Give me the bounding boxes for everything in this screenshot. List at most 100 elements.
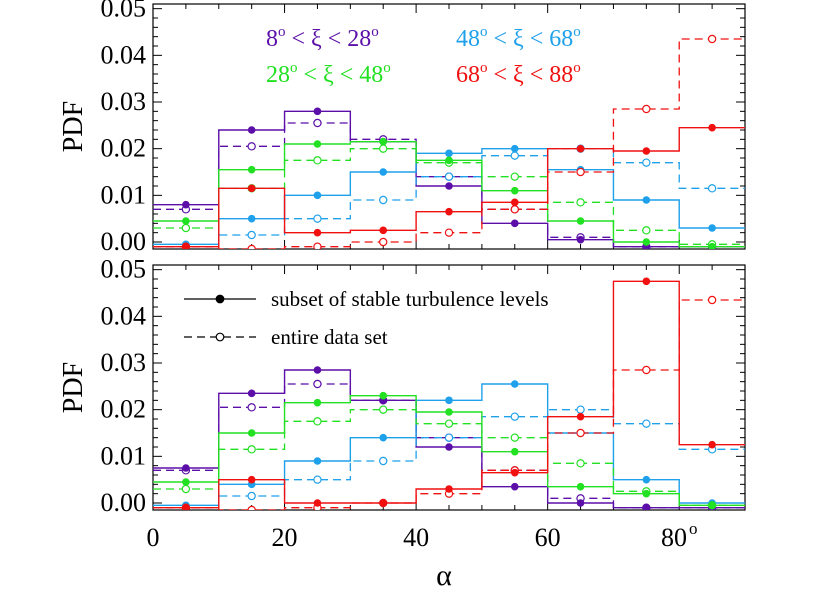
legend-label-dashed: entire data set <box>271 325 388 349</box>
series-2-open-marker <box>510 433 519 442</box>
series-1-filled-marker <box>642 475 651 484</box>
series-1-filled-marker <box>379 168 388 176</box>
series-0-filled-marker <box>182 200 190 209</box>
series-1-open-marker <box>247 230 256 240</box>
series-2-open-marker <box>576 198 585 207</box>
series-0-filled-marker <box>642 503 651 510</box>
y-tick-label: 0.00 <box>101 227 147 256</box>
series-1-filled-marker <box>445 396 453 405</box>
legend-entry-xi-range: 8o < ξ < 28o <box>266 24 379 52</box>
degree-sign: o <box>371 24 379 40</box>
series-0-open-marker <box>313 118 322 128</box>
series-2-open-marker <box>576 459 585 468</box>
degree-sign: o <box>573 60 581 76</box>
x-tick-label: 0 <box>147 523 160 552</box>
series-2-open-marker <box>313 156 322 165</box>
series-3-open-marker <box>379 237 388 247</box>
series-3-filled-marker <box>510 198 519 207</box>
series-2-open-marker <box>313 417 322 426</box>
series-1-open-marker <box>313 214 322 223</box>
series-2-filled-marker <box>576 482 585 491</box>
series-2-open-marker <box>642 226 651 235</box>
series-2-filled-marker <box>642 238 651 246</box>
series-0-filled-marker <box>247 389 256 398</box>
series-2-filled-marker <box>313 398 322 407</box>
y-tick-label: 0.01 <box>101 441 147 470</box>
series-3-filled-marker <box>708 123 716 132</box>
series-3-open-marker <box>642 104 651 114</box>
series-0-filled-marker <box>182 464 190 472</box>
series-2-open-marker <box>379 144 388 153</box>
series-0-filled-marker <box>576 235 585 244</box>
series-2-filled-marker <box>313 140 322 148</box>
legend-marker-solid <box>215 294 225 304</box>
series-3-open-marker <box>576 167 585 177</box>
series-2-filled-marker <box>182 478 190 486</box>
series-1-filled-marker <box>379 433 388 442</box>
series-1-filled-marker <box>313 191 322 200</box>
series-2-filled-marker <box>576 217 585 225</box>
series-1-filled-marker <box>313 457 322 465</box>
series-1-open-marker <box>510 151 519 160</box>
series-3-open-marker <box>707 34 717 44</box>
degree-sign: o <box>573 24 581 40</box>
degree-sign: o <box>480 24 488 40</box>
series-3-solid-line <box>153 280 745 509</box>
series-3-filled-marker <box>313 499 322 507</box>
series-0-filled-marker <box>576 499 585 507</box>
legend-text-part: < ξ < 28 <box>286 26 372 52</box>
series-3-open-marker <box>642 365 651 375</box>
series-group <box>153 34 745 249</box>
series-2-filled-marker <box>642 489 651 498</box>
series-2-filled-marker <box>182 217 190 225</box>
legend-text-part: < ξ < 88 <box>488 62 574 88</box>
series-1-filled-marker <box>708 224 716 232</box>
series-1-filled-marker <box>510 380 519 388</box>
legend-text-part: 68 <box>456 62 480 88</box>
series-3-filled-marker <box>576 144 585 153</box>
series-0-filled-marker <box>510 482 519 491</box>
series-1-open-marker <box>707 184 717 193</box>
series-0-open-marker <box>247 403 256 412</box>
legend-text-part: < ξ < 68 <box>488 26 574 52</box>
series-3-filled-marker <box>182 242 190 249</box>
series-0-filled-marker <box>510 219 519 228</box>
series-3-open-marker <box>247 244 256 249</box>
legend-entry-xi-range: 48o < ξ < 68o <box>456 24 581 52</box>
y-tick-label: 0.00 <box>101 488 147 517</box>
series-0-filled-marker <box>445 182 453 190</box>
series-2-filled-marker <box>247 429 256 437</box>
series-1-filled-marker <box>642 196 651 204</box>
y-tick-label: 0.02 <box>101 395 147 424</box>
y-tick-label: 0.04 <box>101 301 147 330</box>
series-3-filled-marker <box>642 277 651 286</box>
y-axis-label: PDF <box>58 362 89 413</box>
series-3-filled-marker <box>379 226 388 235</box>
degree-sign: o <box>383 60 391 76</box>
series-1-filled-marker <box>445 149 453 158</box>
series-0-open-marker <box>313 379 322 389</box>
series-2-filled-marker <box>445 408 453 416</box>
series-3-filled-marker <box>313 228 322 237</box>
series-2-filled-marker <box>445 156 453 165</box>
y-axis-label: PDF <box>58 101 89 152</box>
series-2-open-marker <box>444 419 454 428</box>
series-3-filled-marker <box>445 207 453 216</box>
series-2-filled-marker <box>708 242 716 249</box>
series-0-filled-marker <box>247 126 256 134</box>
degree-sign: o <box>290 60 298 76</box>
degree-sign: o <box>278 24 286 40</box>
series-3-dashed-line <box>153 299 745 510</box>
degree-sign: o <box>689 519 698 538</box>
series-2-filled-marker <box>708 501 716 510</box>
series-1-open-marker <box>642 419 651 428</box>
series-3-dashed-line <box>153 38 745 249</box>
series-2-filled-marker <box>379 391 388 400</box>
legend-label-solid: subset of stable turbulence levels <box>271 287 549 311</box>
series-2-open-marker <box>379 405 388 414</box>
degree-sign: o <box>480 60 488 76</box>
series-3-open-marker <box>510 205 519 214</box>
series-0-filled-marker <box>313 107 322 116</box>
